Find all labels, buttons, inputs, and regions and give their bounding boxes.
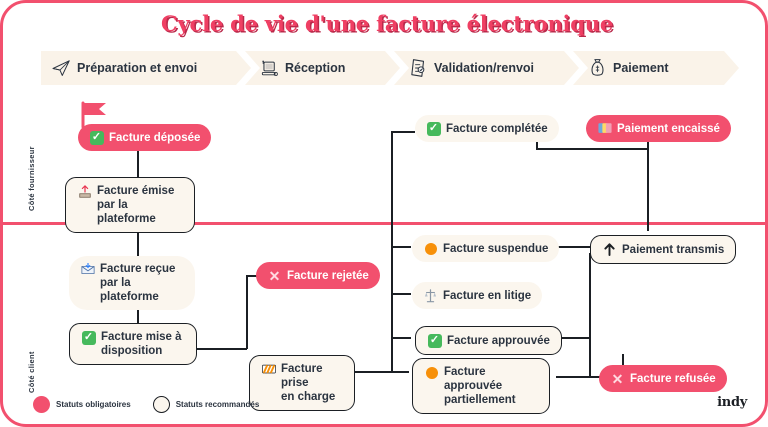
legend: Statuts obligatoires Statuts recommandés	[33, 396, 281, 413]
node-facture-en-litige[interactable]: Facture en litige	[412, 282, 543, 309]
node-facture-approuvee-partiellement[interactable]: Facture approuvée partiellement	[412, 358, 550, 414]
connector	[391, 293, 411, 295]
node-paiement-encaisse[interactable]: Paiement encaissé	[586, 115, 731, 142]
orange-dot-icon	[423, 241, 438, 256]
node-label: Facture déposée	[109, 131, 201, 144]
connector	[246, 275, 248, 349]
node-facture-completee[interactable]: ✓ Facture complétée	[415, 115, 559, 142]
node-facture-deposee[interactable]: ✓ Facture déposée	[78, 124, 212, 151]
connector	[246, 275, 258, 277]
phase-reception[interactable]: Réception	[245, 51, 400, 85]
green-check-icon: ✓	[427, 333, 442, 348]
outbox-tray-icon	[77, 184, 92, 199]
phase-label: Validation/renvoi	[434, 61, 535, 75]
legend-swatch-cream-icon	[152, 396, 170, 413]
banknotes-icon	[597, 121, 612, 136]
node-label: Facture en litige	[443, 289, 532, 302]
node-facture-prise-en-charge[interactable]: Facture prise en charge	[249, 355, 355, 411]
node-facture-suspendue[interactable]: Facture suspendue	[412, 235, 560, 262]
green-check-icon: ✓	[81, 330, 96, 345]
node-facture-approuvee[interactable]: ✓ Facture approuvée	[415, 326, 562, 355]
node-label: Paiement transmis	[622, 243, 725, 256]
node-facture-rejetee[interactable]: ✕ Facture rejetée	[256, 262, 380, 289]
phase-label: Préparation et envoi	[77, 61, 198, 75]
legend-item-mandatory: Statuts obligatoires	[33, 396, 131, 413]
swimlane-divider	[3, 222, 765, 225]
connector	[197, 348, 247, 350]
node-label: Facture prise en charge	[281, 363, 336, 403]
connector	[137, 217, 139, 257]
node-facture-mise-a-disposition[interactable]: ✓ Facture mise à disposition	[69, 323, 197, 365]
phase-label: Réception	[285, 61, 346, 75]
lane-label-client: Côté client	[27, 351, 36, 393]
phase-preparation-et-envoi[interactable]: Préparation et envoi	[41, 51, 251, 85]
paper-plane-icon	[51, 57, 71, 79]
red-cross-icon: ✕	[611, 370, 624, 387]
phase-ribbon: Préparation et envoi Réception Validatio…	[41, 51, 733, 85]
node-label: Paiement encaissé	[617, 122, 720, 135]
node-label: Facture émise par la plateforme	[97, 185, 175, 225]
connector	[391, 131, 393, 249]
connector	[647, 149, 649, 231]
node-label: Facture reçue par la plateforme	[100, 263, 176, 303]
lane-label-supplier: Côté fournisseur	[27, 146, 36, 211]
document-check-icon	[408, 57, 428, 79]
connector	[589, 253, 591, 377]
red-cross-icon: ✕	[268, 267, 281, 284]
node-label: Facture complétée	[446, 122, 548, 135]
node-facture-emise[interactable]: Facture émise par la plateforme	[65, 177, 195, 233]
connector	[647, 141, 649, 149]
legend-item-recommended: Statuts recommandés	[152, 396, 260, 413]
connector	[391, 337, 411, 339]
connector	[536, 148, 648, 150]
orange-dot-icon	[424, 365, 439, 380]
node-facture-refusee[interactable]: ✕ Facture refusée	[599, 365, 727, 392]
balance-scale-icon	[423, 288, 438, 303]
legend-label: Statuts recommandés	[175, 400, 260, 409]
connector	[548, 337, 590, 339]
connector	[353, 371, 409, 373]
green-check-icon: ✓	[426, 121, 441, 136]
node-label: Facture mise à disposition	[101, 331, 182, 357]
desktop-computer-icon	[259, 57, 279, 79]
phase-label: Paiement	[613, 61, 669, 75]
connector	[137, 303, 139, 323]
node-label: Facture suspendue	[443, 242, 549, 255]
connector	[536, 139, 538, 149]
node-label: Facture approuvée	[447, 334, 550, 347]
construction-icon	[261, 362, 276, 377]
connector	[391, 246, 393, 372]
phase-paiement[interactable]: Paiement	[573, 51, 739, 85]
connector	[556, 376, 590, 378]
green-check-icon: ✓	[89, 130, 104, 145]
inbox-tray-icon	[80, 262, 95, 277]
page-title: Cycle de vie d'une facture électronique	[160, 11, 614, 36]
brand-logo: indy	[717, 395, 747, 410]
connector	[137, 149, 139, 183]
connector	[391, 131, 415, 133]
node-label: Facture approuvée partiellement	[444, 366, 516, 406]
node-label: Facture rejetée	[287, 269, 369, 282]
node-paiement-transmis[interactable]: Paiement transmis	[590, 235, 737, 264]
legend-swatch-pink-icon	[33, 396, 50, 413]
money-bag-icon	[587, 57, 607, 79]
connector	[391, 246, 411, 248]
legend-label: Statuts obligatoires	[56, 400, 131, 409]
connector	[548, 246, 590, 248]
phase-validation-renvoi[interactable]: Validation/renvoi	[394, 51, 579, 85]
node-facture-recue[interactable]: Facture reçue par la plateforme	[69, 256, 195, 310]
node-label: Facture refusée	[630, 372, 716, 385]
up-arrow-icon	[602, 242, 617, 257]
flag-icon	[78, 99, 114, 134]
